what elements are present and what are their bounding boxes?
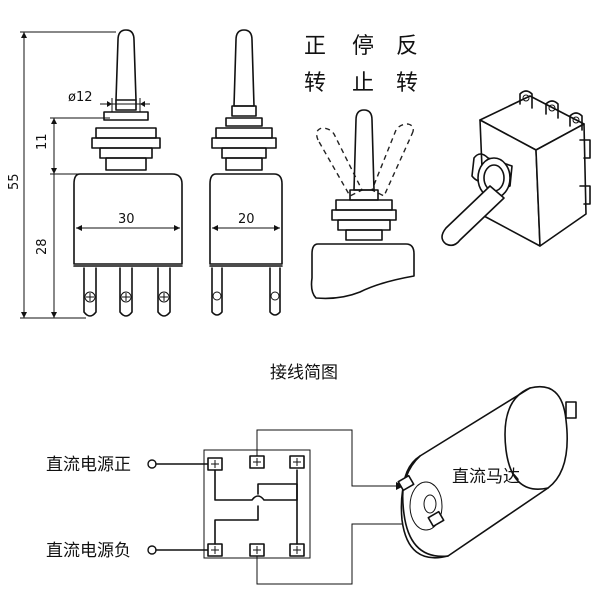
- label-forward-2: 转: [304, 71, 326, 96]
- wiring-title: 接线简图: [270, 363, 338, 383]
- front-nut-2: [91, 137, 161, 149]
- front-bushing: [103, 111, 149, 121]
- label-forward-1: 正: [304, 34, 326, 59]
- label-thread-height: 11: [35, 133, 50, 150]
- lever-left-dashed: [315, 127, 363, 197]
- dc-motor: 直流马达: [397, 386, 577, 559]
- cross-wire-top: [214, 469, 298, 501]
- wire-to-motor-bottom: [256, 523, 432, 585]
- front-view: ø12 11 55 28 30: [7, 29, 183, 319]
- front-lever: [115, 29, 137, 101]
- wire-to-motor-top: [256, 429, 402, 487]
- label-dc-negative: 直流电源负: [46, 541, 131, 561]
- dim-body-height: 28: [35, 174, 86, 319]
- label-total-height: 55: [7, 173, 22, 190]
- label-body-width: 30: [118, 212, 135, 227]
- label-stop-1: 停: [352, 34, 374, 59]
- label-body-depth: 20: [238, 212, 255, 227]
- label-reverse-2: 转: [396, 71, 418, 96]
- terminals-bottom-row: [207, 543, 305, 557]
- switch-3d-view: [441, 90, 591, 247]
- cross-wire-bottom: [257, 483, 298, 545]
- dim-thread-diameter: ø12: [68, 90, 150, 112]
- label-body-height: 28: [35, 238, 50, 255]
- label-thread-diameter: ø12: [68, 90, 93, 105]
- label-motor: 直流马达: [452, 467, 520, 487]
- dc-negative-terminal: [147, 545, 157, 555]
- label-reverse-1: 反: [396, 34, 418, 59]
- front-nut-1: [95, 127, 157, 139]
- wiring-diagram: 直流电源正 直流电源负: [46, 386, 577, 585]
- dc-positive-terminal: [147, 459, 157, 469]
- label-stop-2: 止: [352, 71, 374, 96]
- front-body: [73, 173, 183, 265]
- dim-thread-height: 11: [35, 117, 110, 175]
- lever-right-dashed: [371, 123, 415, 197]
- side-lever: [233, 29, 255, 107]
- terminals-top-row: [207, 455, 305, 471]
- front-terminals: [83, 267, 171, 317]
- dim-total-height: 55: [7, 31, 116, 319]
- side-view: 20: [209, 29, 283, 316]
- terminals-3d: [519, 90, 591, 205]
- lever-positions-view: [310, 109, 415, 300]
- lever-center: [353, 109, 375, 191]
- dim-body-depth: 20: [212, 212, 280, 231]
- position-body: [310, 243, 415, 300]
- lever-3d: [441, 185, 505, 247]
- side-body: [209, 173, 283, 265]
- position-labels: 正 转 停 止 反 转: [304, 34, 418, 96]
- label-dc-positive: 直流电源正: [46, 455, 131, 475]
- dim-body-width: 30: [76, 212, 180, 231]
